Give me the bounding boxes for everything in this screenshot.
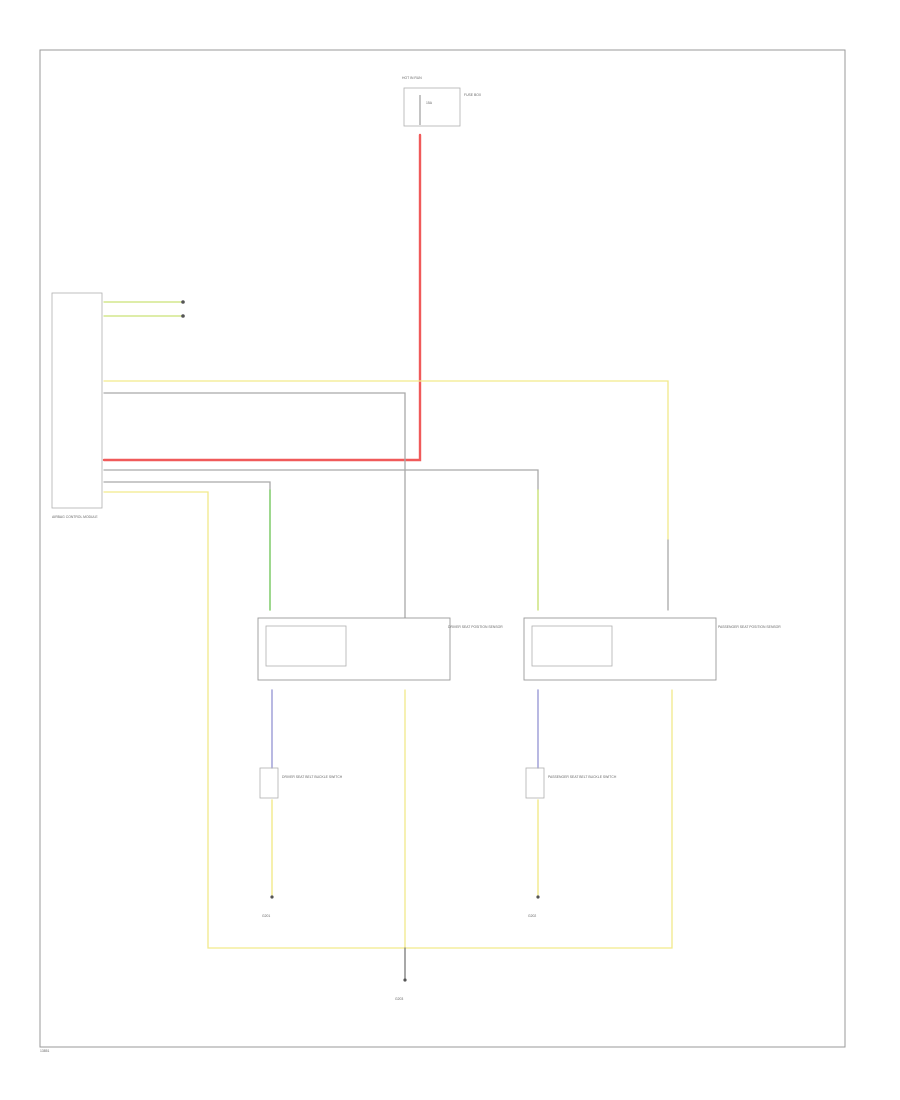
left-sensor-name: DRIVER SEAT POSITION SENSOR: [448, 625, 503, 629]
right-buckle-switch: PASSENGER SEAT BELT BUCKLE SWITCH: [525, 767, 617, 799]
wire-yellow-loop: [103, 491, 673, 949]
right-sensor-name: PASSENGER SEAT POSITION SENSOR: [718, 625, 781, 629]
ground-right-name: G202: [528, 914, 536, 918]
ground-right: G202: [528, 895, 540, 918]
left-sensor-box: [257, 617, 451, 681]
ground-left-name: G201: [262, 914, 270, 918]
wire-gray-center: [103, 392, 406, 621]
left-seat-sensor: DRIVER SEAT POSITION SENSOR: [257, 617, 503, 681]
right-sensor-box: [523, 617, 717, 681]
fuse-hot-label: HOT IN RUN: [402, 76, 422, 80]
fuse-name: FUSE BOX: [464, 93, 482, 97]
ground-left: G201: [262, 895, 274, 918]
right-buckle-name: PASSENGER SEAT BELT BUCKLE SWITCH: [548, 775, 617, 779]
ground-bottom-dot: [403, 978, 407, 982]
ground-right-dot: [536, 895, 540, 899]
fuse-outline: [403, 87, 461, 127]
left-buckle-name: DRIVER SEAT BELT BUCKLE SWITCH: [282, 775, 343, 779]
diagram-frame: [39, 49, 846, 1048]
fuse-box: HOT IN RUN 15A FUSE BOX: [402, 76, 482, 127]
output-dot-2: [181, 314, 185, 318]
left-sensor-inner: [265, 625, 347, 667]
left-buckle-switch: DRIVER SEAT BELT BUCKLE SWITCH: [259, 767, 343, 799]
wire-gray-right: [103, 469, 539, 491]
module-outline: [51, 292, 103, 509]
wire-yellow-top: [103, 380, 669, 541]
right-seat-sensor: PASSENGER SEAT POSITION SENSOR: [523, 617, 781, 681]
ground-left-dot: [270, 895, 274, 899]
output-dot-1: [181, 300, 185, 304]
airbag-control-module: AIRBAG CONTROL MODULE: [51, 292, 103, 519]
left-buckle-box: [259, 767, 279, 799]
wire-gray-left: [103, 481, 271, 491]
ground-bottom-name: G203: [395, 997, 403, 1001]
fuse-rating: 15A: [426, 101, 433, 105]
right-sensor-inner: [531, 625, 613, 667]
wires: [102, 133, 673, 979]
ground-bottom: G203: [395, 978, 407, 1001]
figure-id: 13851: [40, 1049, 50, 1053]
wire-red-power: [102, 133, 422, 462]
right-buckle-box: [525, 767, 545, 799]
module-name: AIRBAG CONTROL MODULE: [52, 515, 98, 519]
